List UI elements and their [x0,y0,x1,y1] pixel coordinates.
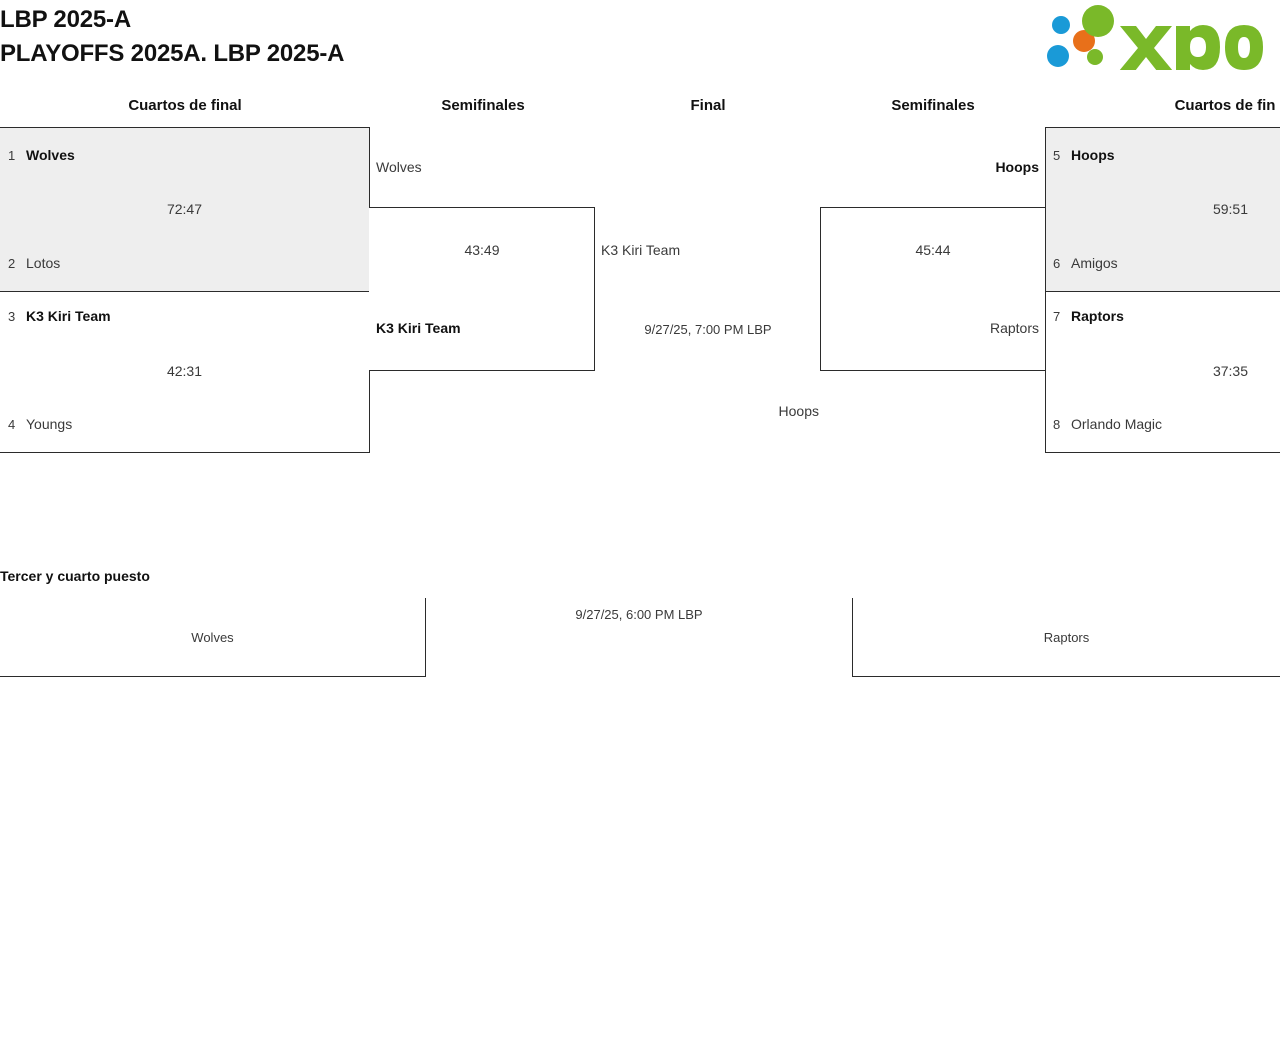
round-header-final: Final [690,97,726,114]
final-datetime: 9/27/25, 7:00 PM LBP [644,322,772,337]
finalist-right[interactable]: Hoops [778,403,819,419]
team-left-qf2-bottom[interactable]: Youngs [26,416,73,432]
round-header-left-quarterfinals: Cuartos de final [128,97,242,114]
match-left-qf1[interactable] [0,127,370,292]
seed-left-qf1-bottom: 2 [8,256,16,271]
team-left-qf1-top[interactable]: Wolves [26,147,75,163]
finalist-left[interactable]: K3 Kiri Team [601,242,681,258]
match-left-qf2[interactable] [0,291,370,453]
team-right-qf1-top[interactable]: Hoops [1071,147,1115,163]
advancer-left-semifinal-top[interactable]: Wolves [376,159,422,175]
xporty-logo[interactable] [1040,4,1276,70]
score-left-semifinal: 43:49 [464,242,500,258]
advancer-right-semifinal-top[interactable]: Hoops [995,159,1039,175]
round-header-right-semifinals: Semifinales [891,97,975,114]
score-left-qf2: 42:31 [166,363,203,379]
team-right-qf1-bottom[interactable]: Amigos [1071,255,1118,271]
match-right-qf2[interactable] [1045,291,1280,453]
score-left-qf1: 72:47 [166,201,203,217]
seed-left-qf2-top: 3 [8,309,16,324]
match-right-qf1[interactable] [1045,127,1280,292]
seed-right-qf2-bottom: 8 [1053,417,1061,432]
seed-left-qf2-bottom: 4 [8,417,16,432]
third-place-team-left[interactable]: Wolves [191,630,234,645]
seed-right-qf1-top: 5 [1053,148,1061,163]
team-right-qf2-top[interactable]: Raptors [1071,308,1124,324]
third-place-box-left[interactable] [0,598,426,677]
team-right-qf2-bottom[interactable]: Orlando Magic [1071,416,1163,432]
page-header: LBP 2025-A PLAYOFFS 2025A. LBP 2025-A [0,0,1280,90]
seed-left-qf1-top: 1 [8,148,16,163]
tournament-bracket: Cuartos de final Semifinales Final Semif… [0,97,1280,453]
score-right-qf2: 37:35 [1212,363,1249,379]
third-place-datetime: 9/27/25, 6:00 PM LBP [575,607,703,622]
team-left-qf1-bottom[interactable]: Lotos [26,255,61,271]
seed-right-qf2-top: 7 [1053,309,1061,324]
score-right-qf1: 59:51 [1212,201,1249,217]
advancer-right-semifinal-bottom[interactable]: Raptors [989,320,1039,336]
third-place-title: Tercer y cuarto puesto [0,568,150,584]
page-title: LBP 2025-A PLAYOFFS 2025A. LBP 2025-A [0,6,345,67]
match-left-semifinal[interactable] [369,207,595,371]
team-left-qf2-top[interactable]: K3 Kiri Team [26,308,111,324]
seed-right-qf1-bottom: 6 [1053,256,1061,271]
round-header-left-semifinals: Semifinales [441,97,525,114]
third-place-box-right[interactable] [852,598,1280,677]
match-right-semifinal[interactable] [820,207,1046,371]
advancer-left-semifinal-bottom[interactable]: K3 Kiri Team [376,320,461,336]
third-place-team-right[interactable]: Raptors [1043,630,1090,645]
score-right-semifinal: 45:44 [915,242,951,258]
round-header-right-quarterfinals: Cuartos de fin [1174,97,1276,114]
